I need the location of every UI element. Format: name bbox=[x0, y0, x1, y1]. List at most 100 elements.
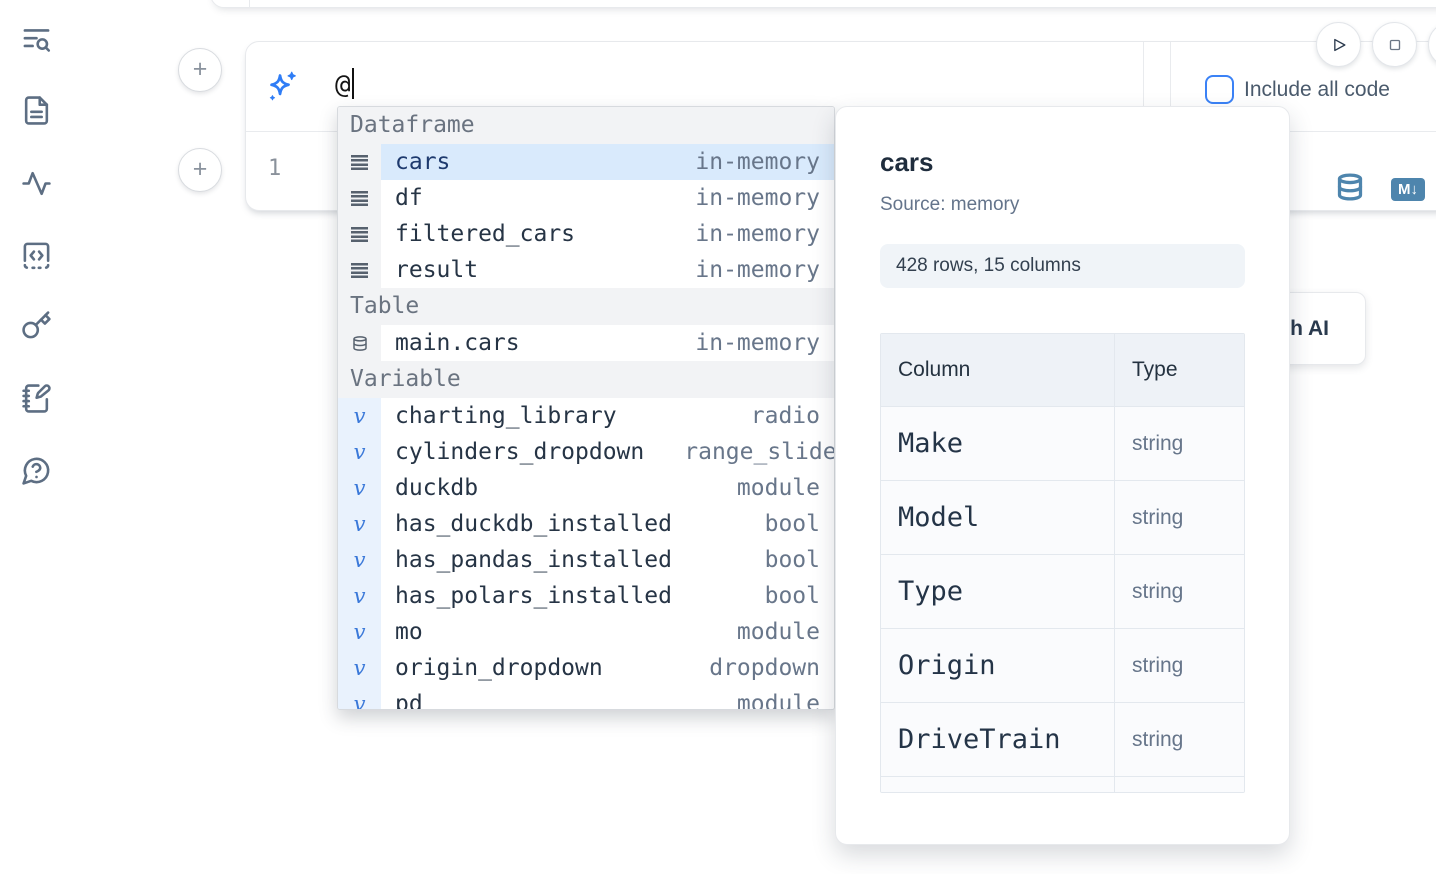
schema-column-name: Make bbox=[898, 428, 964, 459]
completion-item-tag: bool bbox=[764, 511, 820, 537]
completion-item-tag: in-memory bbox=[695, 221, 820, 247]
sidebar bbox=[0, 0, 72, 874]
previous-cell-edge bbox=[210, 0, 1436, 8]
completion-item-body: has_pandas_installed bool bbox=[381, 542, 834, 578]
previous-cell-divider bbox=[249, 0, 250, 7]
dataframe-rows-icon bbox=[351, 226, 368, 242]
schema-header-column: Column bbox=[898, 358, 971, 381]
include-all-code-checkbox[interactable] bbox=[1205, 75, 1234, 104]
completion-item-gutter: v bbox=[338, 578, 381, 614]
completion-item-name: mo bbox=[395, 619, 423, 645]
completion-item-gutter bbox=[338, 144, 381, 180]
code-square-icon[interactable] bbox=[21, 240, 52, 271]
completion-item-gutter bbox=[338, 252, 381, 288]
completion-item-has_polars_installed[interactable]: v has_polars_installed bool bbox=[338, 578, 834, 614]
completion-item-gutter: v bbox=[338, 686, 381, 710]
variable-icon: v bbox=[353, 439, 366, 464]
schema-column-type: string bbox=[1114, 629, 1244, 702]
variable-icon: v bbox=[353, 619, 366, 644]
variable-icon: v bbox=[353, 547, 366, 572]
schema-table-header: Column Type bbox=[881, 334, 1244, 406]
schema-column-type: string bbox=[1114, 703, 1244, 776]
activity-icon[interactable] bbox=[21, 168, 52, 199]
completion-item-name: has_duckdb_installed bbox=[395, 511, 672, 537]
add-cell-button-bottom[interactable]: + bbox=[178, 148, 222, 192]
completion-section-dataframe: Dataframe bbox=[338, 107, 834, 144]
completion-item-gutter: v bbox=[338, 506, 381, 542]
completion-item-tag: range_slider bbox=[684, 439, 834, 465]
variable-icon: v bbox=[353, 655, 366, 680]
add-cell-button-top[interactable]: + bbox=[178, 48, 222, 92]
completion-item-tag: bool bbox=[764, 547, 820, 573]
schema-column-name: DriveTrain bbox=[898, 724, 1061, 755]
variable-icon: v bbox=[353, 511, 366, 536]
completion-item-tag: in-memory bbox=[695, 330, 820, 356]
completion-item-tag: bool bbox=[764, 583, 820, 609]
text-cursor bbox=[351, 68, 354, 99]
key-icon[interactable] bbox=[21, 310, 52, 341]
markdown-icon[interactable]: M↓ bbox=[1391, 178, 1425, 201]
completion-item-cylinders_dropdown[interactable]: v cylinders_dropdown range_slider bbox=[338, 434, 834, 470]
completion-item-name: charting_library bbox=[395, 403, 617, 429]
variable-icon: v bbox=[353, 403, 366, 428]
completion-item-gutter: v bbox=[338, 650, 381, 686]
completion-item-name: cars bbox=[395, 149, 451, 175]
completion-item-gutter: v bbox=[338, 614, 381, 650]
completion-item-name: has_pandas_installed bbox=[395, 547, 672, 573]
run-cell-button[interactable] bbox=[1316, 22, 1361, 67]
completion-item-name: df bbox=[395, 185, 423, 211]
completion-item-gutter: v bbox=[338, 542, 381, 578]
help-chat-icon[interactable] bbox=[21, 455, 52, 486]
completion-item-name: has_polars_installed bbox=[395, 583, 672, 609]
list-search-icon[interactable] bbox=[21, 24, 52, 55]
prompt-divider-1 bbox=[1143, 42, 1144, 132]
schema-row-clipped bbox=[881, 776, 1244, 792]
completion-section-table: Table bbox=[338, 288, 834, 325]
completion-item-name: pd bbox=[395, 691, 423, 710]
completion-item-name: cylinders_dropdown bbox=[395, 439, 645, 465]
completion-item-has_duckdb_installed[interactable]: v has_duckdb_installed bool bbox=[338, 506, 834, 542]
variable-icon: v bbox=[353, 691, 366, 710]
schema-column-type: string bbox=[1114, 555, 1244, 628]
dataframe-rows-icon bbox=[351, 262, 368, 278]
completion-item-gutter: v bbox=[338, 434, 381, 470]
dataframe-rows-icon bbox=[351, 190, 368, 206]
variable-icon: v bbox=[353, 475, 366, 500]
preview-title: cars bbox=[880, 147, 934, 177]
completion-item-name: duckdb bbox=[395, 475, 479, 501]
schema-column-name: Type bbox=[898, 576, 964, 607]
ai-prompt-input[interactable]: @ bbox=[335, 68, 354, 100]
preview-shape-badge: 428 rows, 15 columns bbox=[880, 244, 1245, 288]
prompt-divider-2 bbox=[1170, 42, 1171, 132]
schema-row-DriveTrain: DriveTrain string bbox=[881, 702, 1244, 776]
completion-section-variable: Variable bbox=[338, 361, 834, 398]
stop-button[interactable] bbox=[1372, 22, 1417, 67]
completion-item-has_pandas_installed[interactable]: v has_pandas_installed bool bbox=[338, 542, 834, 578]
notebook-pen-icon[interactable] bbox=[21, 383, 52, 414]
completion-item-gutter bbox=[338, 180, 381, 216]
sparkles-ai-icon bbox=[264, 69, 299, 104]
file-text-icon[interactable] bbox=[21, 95, 52, 126]
include-all-code-label: Include all code bbox=[1244, 78, 1390, 101]
database-language-icon[interactable] bbox=[1336, 173, 1364, 203]
completion-item-tag: dropdown bbox=[709, 655, 820, 681]
